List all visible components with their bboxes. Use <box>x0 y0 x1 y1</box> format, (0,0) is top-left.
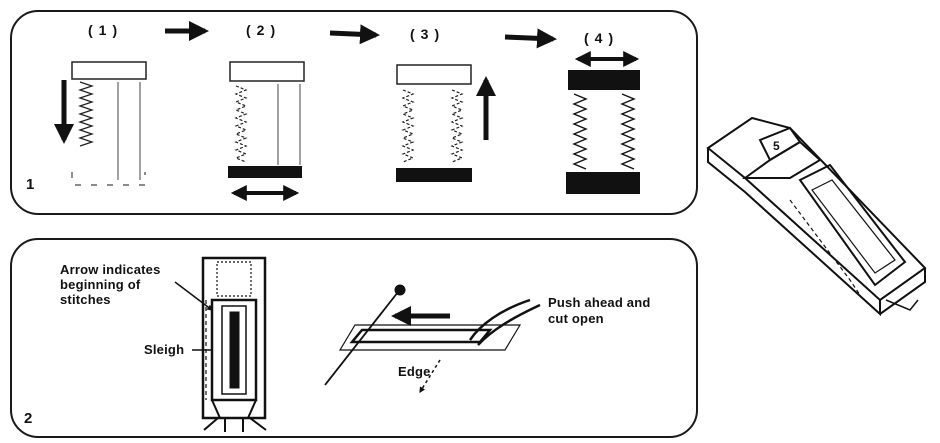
step-4-label: (4) <box>584 30 620 46</box>
step-2-figure <box>228 61 305 201</box>
step-3-figure <box>396 64 496 182</box>
edge-callout: Edge <box>398 364 431 379</box>
push-ahead-callout: Push ahead and cut open <box>548 295 651 326</box>
sleigh-foot-figure <box>201 256 267 432</box>
step-2-label: (2) <box>246 22 282 38</box>
sleigh-usage-panel <box>10 238 698 438</box>
buttonhole-presser-foot <box>706 116 927 317</box>
panel-2-number: 2 <box>24 410 33 427</box>
step-3-label: (3) <box>410 26 446 42</box>
step-1-label: (1) <box>88 22 124 38</box>
arrow-indicates-pointer <box>174 281 213 311</box>
step-1-figure <box>54 61 147 186</box>
step-4-figure <box>566 51 640 194</box>
arrow-indicates-callout: Arrow indicates beginning of stitches <box>60 262 161 307</box>
cut-open-figure <box>324 284 541 394</box>
sleigh-callout: Sleigh <box>144 342 185 357</box>
flow-arrow-2-3 <box>329 24 380 45</box>
panel-1-number: 1 <box>26 176 35 193</box>
presser-foot-marking: 5 <box>773 139 780 153</box>
flow-arrows <box>165 21 557 49</box>
flow-arrow-3-4 <box>504 28 557 49</box>
